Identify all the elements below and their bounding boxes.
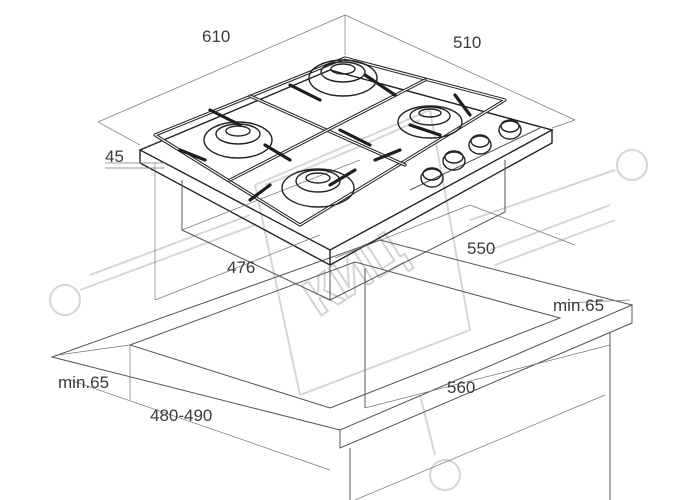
dim-cutout-depth: 476 xyxy=(227,258,255,277)
dim-hob-height: 45 xyxy=(105,147,124,166)
cutout-outline xyxy=(128,261,562,409)
watermark-circle-bottom xyxy=(429,459,461,491)
dim-hob-depth: 510 xyxy=(453,33,481,52)
burners xyxy=(203,59,463,208)
knob-4 xyxy=(498,119,522,140)
dim-cutout-width: 550 xyxy=(467,239,495,258)
pan-supports xyxy=(153,56,507,227)
hob xyxy=(138,69,554,301)
dim-hob-width: 610 xyxy=(202,27,230,46)
watermark-circle-right xyxy=(616,149,648,181)
knob-3 xyxy=(468,134,492,155)
burner-back-left xyxy=(203,121,273,159)
dim-clearance-back: min.65 xyxy=(553,296,604,315)
dimension-labels: 610 510 45 476 550 min.65 min.65 480-490… xyxy=(58,27,604,425)
watermark-circle-left xyxy=(49,284,81,316)
dimension-lines xyxy=(57,14,631,471)
dim-worktop-depth: 480-490 xyxy=(150,406,212,425)
knob-2 xyxy=(442,150,466,171)
burner-back-right xyxy=(308,59,378,97)
burner-front-left xyxy=(281,168,355,208)
dim-clearance-front: min.65 xyxy=(58,373,109,392)
burner-front-right xyxy=(397,105,463,139)
watermark-frame xyxy=(253,108,472,397)
worktop xyxy=(50,239,634,500)
control-knobs xyxy=(420,119,522,188)
dim-cabinet-width: 560 xyxy=(447,378,475,397)
knob-1 xyxy=(420,167,444,188)
